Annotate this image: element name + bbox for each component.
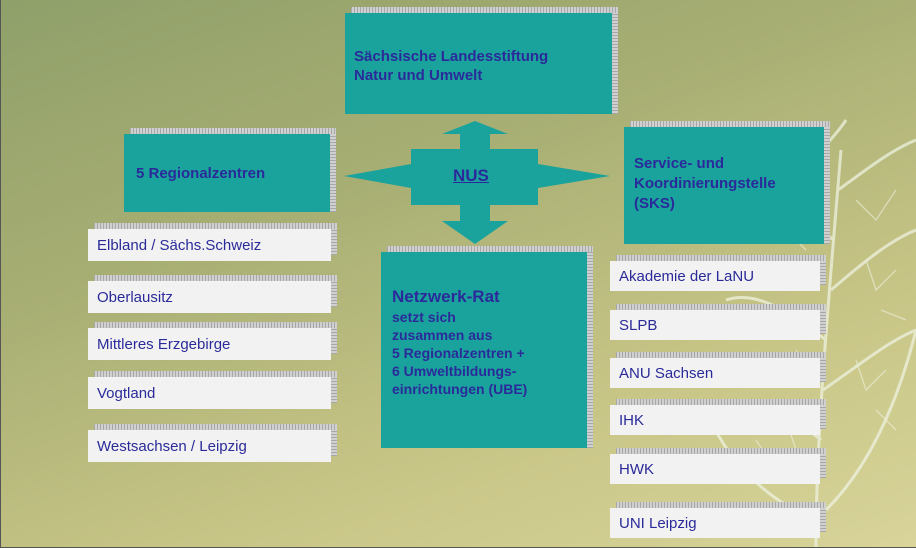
partner-label: UNI Leipzig — [619, 514, 697, 532]
region-label: Vogtland — [97, 384, 156, 402]
council-line-1: setzt sich — [392, 309, 456, 325]
regional-centers-label: 5 Regionalzentren — [136, 165, 266, 182]
right-box-shadow — [630, 121, 830, 127]
partner-box: ANU Sachsen — [610, 352, 826, 388]
regional-centers-box: 5 Regionalzentren — [124, 134, 330, 212]
council-line-2: zusammen aus — [392, 327, 493, 343]
council-box-shadow-side — [587, 252, 593, 448]
partner-label: IHK — [619, 411, 645, 429]
council-title: Netzwerk-Rat — [392, 287, 500, 306]
left-box-shadow-side — [330, 134, 336, 212]
right-box-shadow-side — [824, 127, 830, 244]
region-label: Elbland / Sächs.Schweiz — [97, 236, 262, 254]
sks-line-3: (SKS) — [634, 195, 675, 212]
partner-box: IHK — [610, 399, 826, 435]
region-label: Mittleres Erzgebirge — [97, 335, 231, 353]
council-box: Netzwerk-Rat setzt sich zusammen aus 5 R… — [381, 252, 587, 448]
region-label: Westsachsen / Leipzig — [97, 437, 247, 455]
partner-label: ANU Sachsen — [619, 364, 714, 382]
region-label: Oberlausitz — [97, 288, 173, 306]
foundation-line-2: Natur und Umwelt — [354, 67, 483, 84]
partner-label: Akademie der LaNU — [619, 267, 755, 285]
sks-box: Service- und Koordinierungstelle (SKS) — [624, 127, 824, 244]
partner-box: HWK — [610, 448, 826, 484]
region-box: Mittleres Erzgebirge — [88, 322, 337, 360]
left-box-shadow — [130, 128, 336, 134]
partner-box: SLPB — [610, 304, 826, 340]
partner-label: HWK — [619, 460, 654, 478]
partner-box: UNI Leipzig — [610, 502, 826, 538]
region-box: Elbland / Sächs.Schweiz — [88, 223, 337, 261]
foundation-box: Sächsische Landesstiftung Natur und Umwe… — [345, 13, 612, 114]
top-box-shadow-side — [612, 13, 618, 114]
partner-box: Akademie der LaNU — [610, 255, 826, 291]
region-box: Westsachsen / Leipzig — [88, 424, 337, 462]
council-line-5: einrichtungen (UBE) — [392, 381, 528, 397]
sks-line-2: Koordinierungstelle — [634, 175, 776, 192]
top-box-shadow — [351, 7, 618, 13]
nus-label: NUS — [453, 166, 489, 185]
partner-label: SLPB — [619, 316, 658, 334]
council-line-3: 5 Regionalzentren + — [392, 345, 525, 361]
region-box: Vogtland — [88, 371, 337, 409]
region-box: Oberlausitz — [88, 275, 337, 313]
council-box-shadow — [387, 246, 593, 252]
foundation-line-1: Sächsische Landesstiftung — [354, 48, 549, 65]
nus-cross-arrow — [344, 121, 610, 244]
council-line-4: 6 Umweltbildungs- — [392, 363, 517, 379]
sks-line-1: Service- und — [634, 155, 725, 172]
